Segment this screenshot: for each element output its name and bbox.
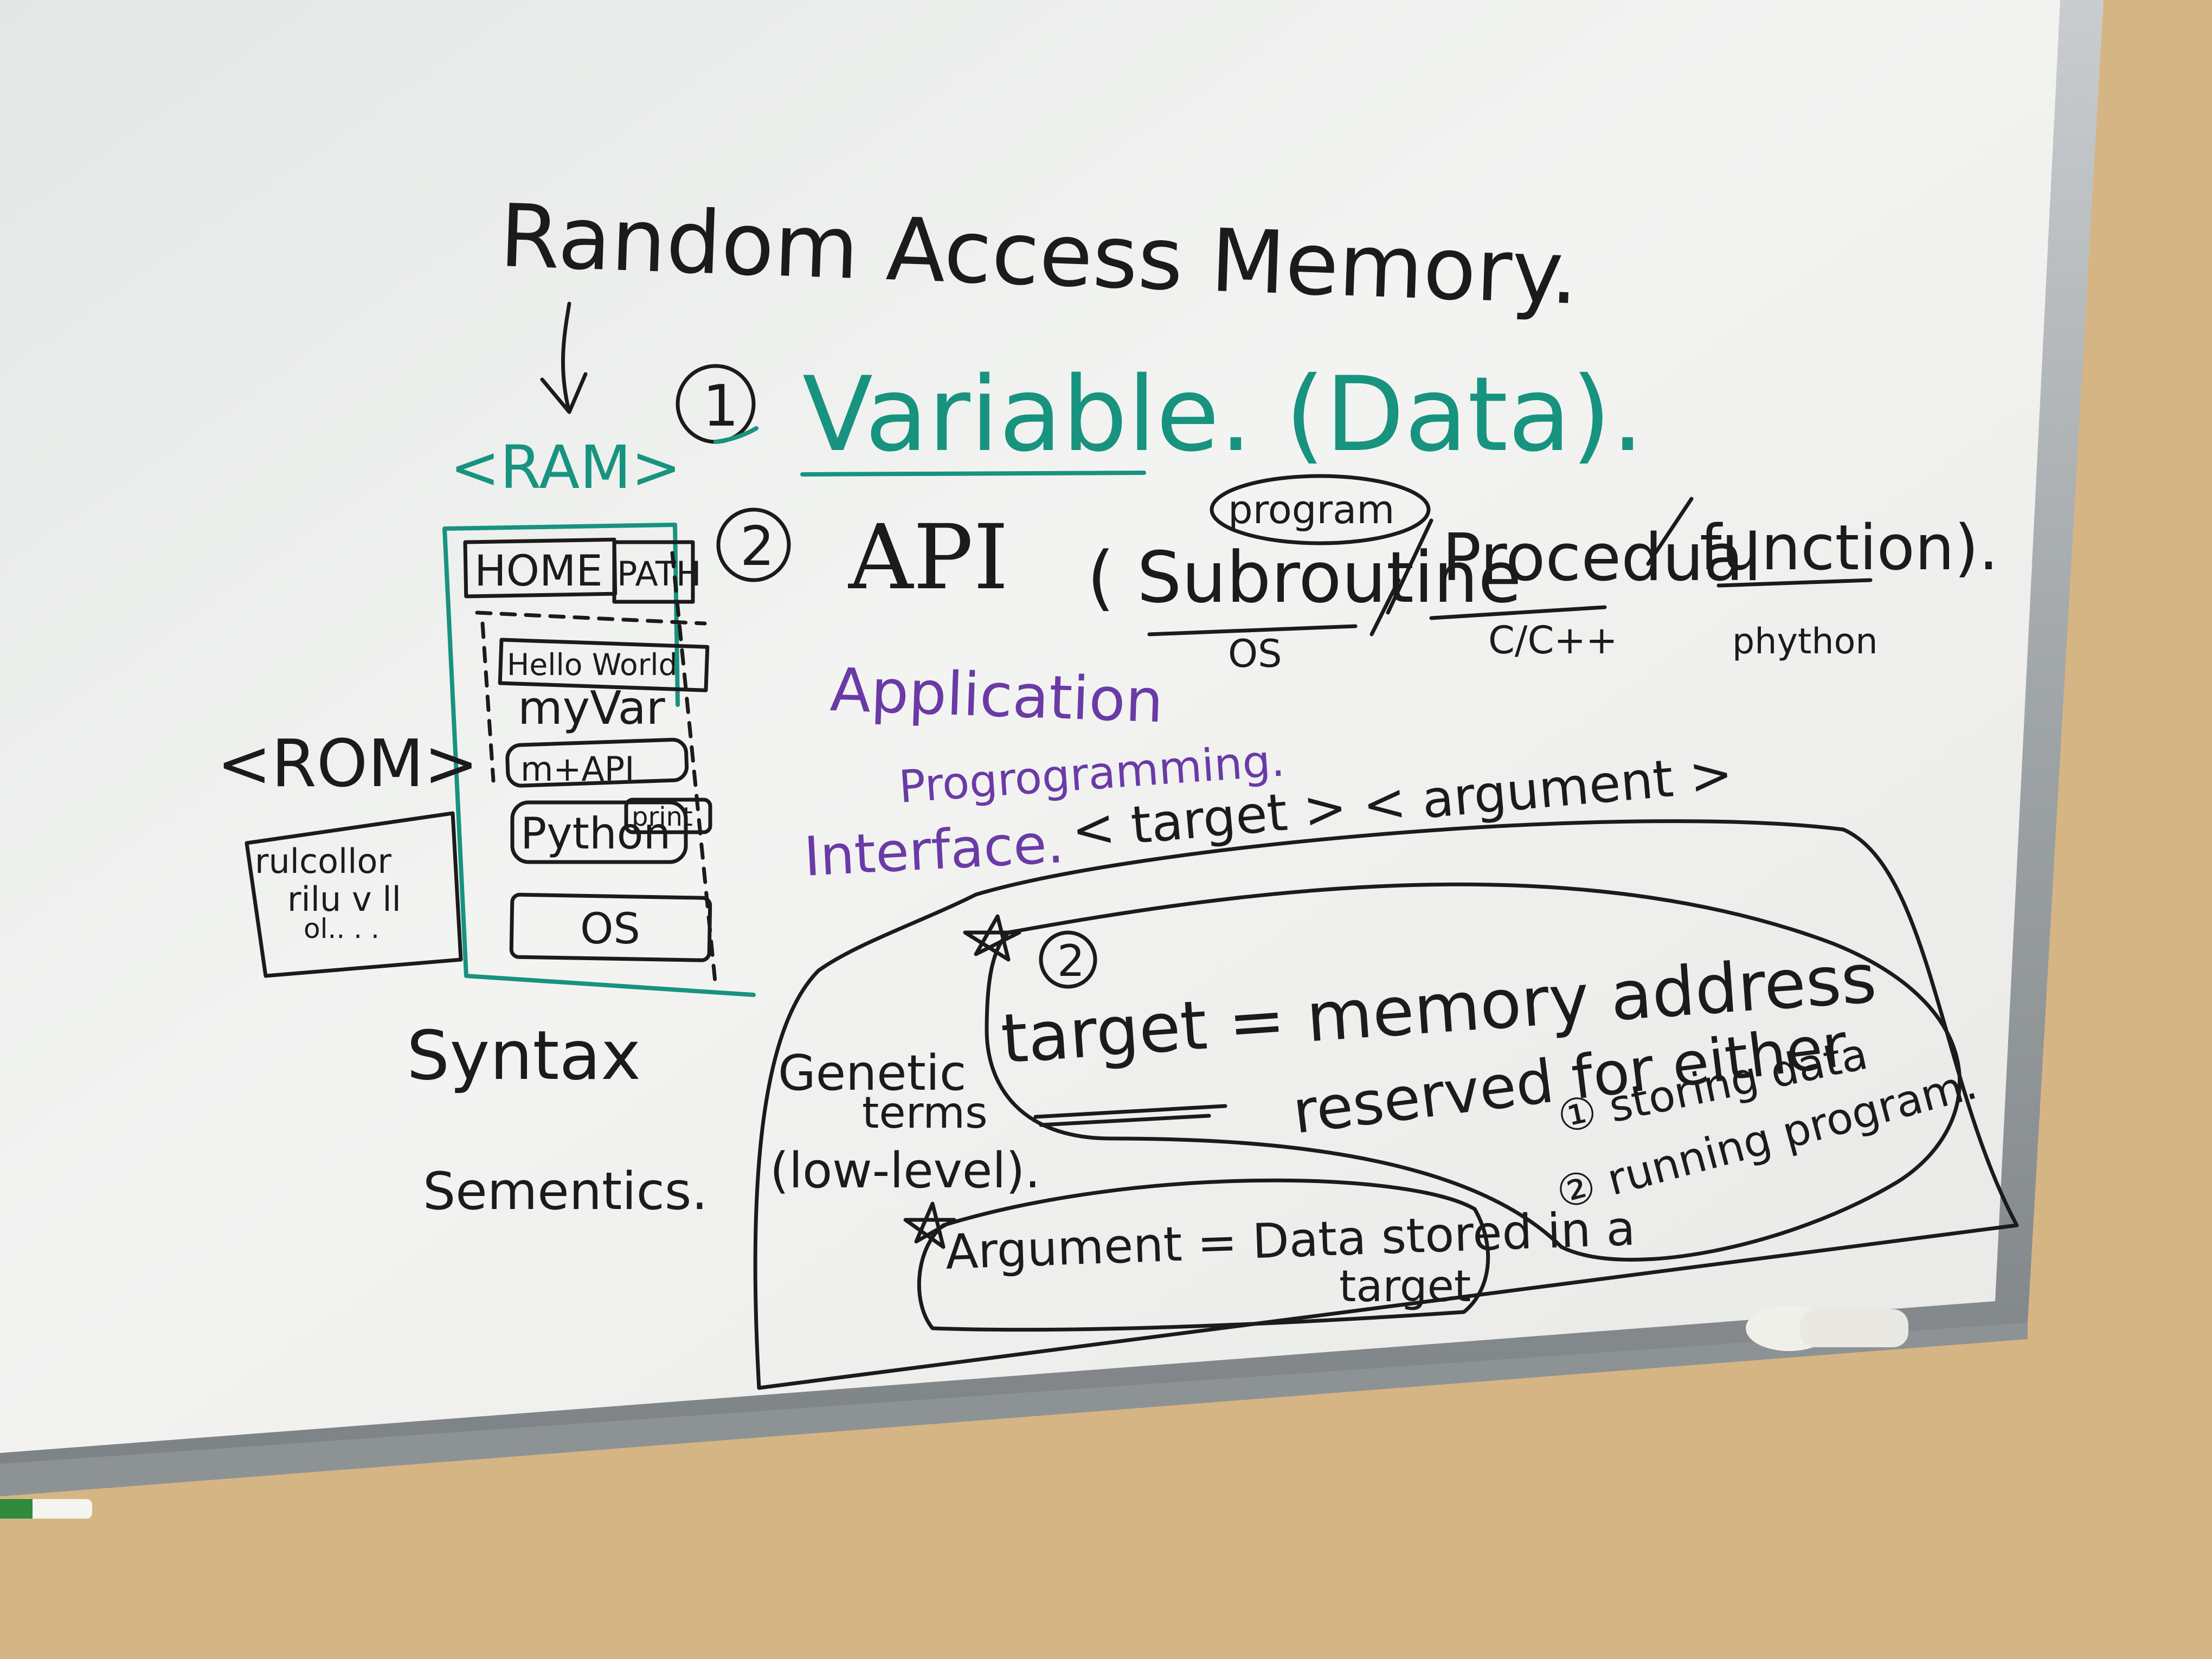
ram-item-api: m+API	[520, 749, 634, 789]
marker-tray	[0, 1323, 2028, 1496]
api-program-note: program	[1228, 487, 1394, 532]
rom-label: <ROM>	[217, 726, 478, 802]
rom-bits-3: ol.. . .	[304, 913, 380, 944]
point2-text: API	[848, 505, 1008, 609]
variable-underline	[800, 471, 1146, 477]
api-subroutine: ( Subroutine	[1087, 536, 1521, 619]
target-num: 2	[1057, 936, 1085, 986]
api-sub-os: OS	[1228, 632, 1282, 676]
api-procedual: Procedual	[1442, 520, 1761, 596]
outline-region-large	[753, 819, 2019, 1390]
eraser	[1746, 1306, 1908, 1351]
arrow-right-icon	[713, 426, 758, 444]
rom-bits-1: rulcollor	[255, 841, 391, 881]
generic-terms-2: terms	[862, 1088, 988, 1138]
circled-number-2b	[1039, 930, 1097, 989]
api-expansion-1: Application	[829, 655, 1165, 736]
point2-number: 2	[740, 515, 775, 578]
rom-chip: rulcollor rilu v ll ol.. . .	[245, 811, 463, 978]
api-function: function).	[1700, 512, 1998, 584]
star-icon-2	[903, 1201, 956, 1249]
point1-number: 1	[703, 373, 739, 439]
circled-number-2	[716, 507, 791, 582]
outline-region-argument	[917, 1178, 1490, 1332]
outline-region-target	[985, 882, 1962, 1262]
ram-diagram: HOME PATH Hello World myVar m+API Python…	[442, 523, 756, 997]
ram-item-hello-world: Hello World	[507, 647, 678, 682]
ram-tab-path: PATH	[617, 554, 702, 594]
generic-terms-3: (low-level).	[770, 1142, 1040, 1199]
rom-bits-2: rilu v ll	[287, 879, 401, 919]
program-circle	[1210, 474, 1431, 545]
point1-text: Variable. (Data).	[802, 355, 1644, 474]
semantics-text: Sementics.	[423, 1162, 708, 1221]
ram-label: <RAM>	[450, 433, 681, 502]
ram-tab-home: HOME	[474, 547, 603, 596]
generic-terms-1: Genetic	[778, 1045, 966, 1102]
api-expansion-3: Interface.	[802, 812, 1065, 889]
board-surface	[0, 0, 2060, 1453]
ram-os-box: OS	[580, 905, 640, 954]
argument-def2: target	[1339, 1261, 1471, 1311]
api-sub-python: phython	[1732, 621, 1878, 662]
marker	[0, 1499, 92, 1519]
ram-item-print: print	[632, 802, 693, 832]
ram-item-myvar: myVar	[518, 681, 665, 735]
api-sub-c: C/C++	[1488, 618, 1618, 663]
syntax-text: Syntax	[407, 1017, 641, 1095]
arrow-down-icon	[540, 301, 588, 414]
star-icon	[963, 914, 1021, 962]
